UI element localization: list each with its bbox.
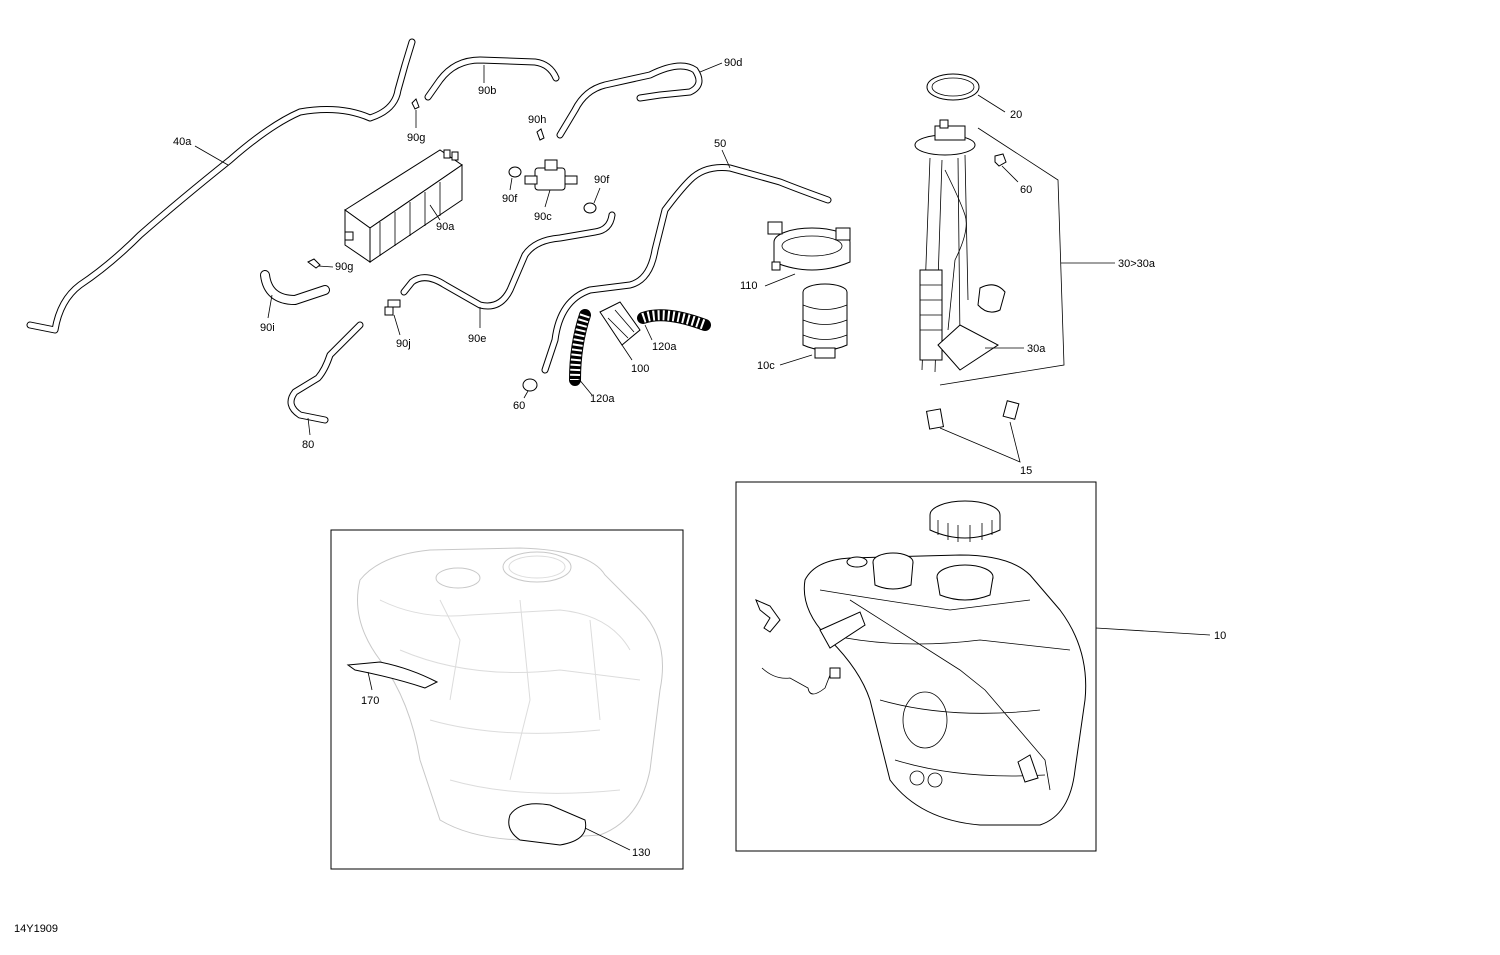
clamp-90f-left (508, 166, 522, 178)
callout-90i: 90i (260, 322, 275, 334)
callout-90g-top: 90g (407, 132, 425, 144)
leader-90f-left (509, 177, 513, 191)
leader-10c (779, 354, 813, 366)
callout-60-bottom: 60 (513, 400, 525, 412)
pad-170 (346, 661, 439, 689)
callout-170: 170 (361, 695, 379, 707)
leader-40a (194, 145, 229, 166)
callout-80: 80 (302, 439, 314, 451)
fuel-tank-10 (803, 500, 1087, 826)
sensor-wire (761, 667, 831, 695)
callout-10: 10 (1214, 630, 1226, 642)
callout-90g-bottom: 90g (335, 261, 353, 273)
diagram-id: 14Y1909 (14, 923, 58, 935)
leader-90g-bottom (317, 265, 334, 268)
fuel-pump-30 (914, 119, 1006, 373)
clip-90g-bottom (307, 258, 321, 269)
clip-60-top (994, 153, 1007, 167)
valve-90c (524, 159, 578, 191)
callout-50: 50 (714, 138, 726, 150)
leader-90j (393, 314, 401, 336)
callout-90h: 90h (528, 114, 546, 126)
leader-90a (429, 204, 441, 221)
leader-130 (584, 827, 631, 851)
leader-90c (544, 189, 551, 208)
connector-100 (599, 301, 641, 346)
callout-60-top: 60 (1020, 184, 1032, 196)
leader-100 (621, 344, 633, 361)
callout-110: 110 (740, 280, 758, 292)
leader-20 (977, 94, 1006, 113)
callout-90f-left: 90f (502, 193, 518, 205)
pad-130 (508, 803, 587, 846)
corrugated-hose-120a-bottom (569, 309, 591, 386)
hose-90d (556, 62, 703, 139)
callout-90f-right: 90f (594, 174, 610, 186)
leader-120a-right (644, 324, 653, 341)
callout-10c: 10c (757, 360, 775, 372)
bracket-110 (767, 221, 851, 271)
callout-20: 20 (1010, 109, 1022, 121)
clamp-60-bottom (522, 378, 538, 392)
callout-40a: 40a (173, 136, 192, 148)
sensor-15-left (925, 408, 945, 430)
clip-90h (536, 128, 545, 141)
gasket-20 (926, 73, 980, 101)
callout-90a: 90a (436, 221, 455, 233)
leader-15 (939, 421, 1021, 463)
callout-130: 130 (632, 847, 650, 859)
hose-80 (287, 321, 364, 424)
bracket-tank-side (755, 599, 781, 633)
leader-90d (699, 62, 723, 73)
callout-90c: 90c (534, 211, 552, 223)
callout-90b: 90b (478, 85, 496, 97)
hose-50 (541, 164, 832, 374)
clamp-90f-right (583, 202, 597, 214)
leader-120a-bottom (577, 377, 593, 396)
fuel-tank-ghost (357, 547, 663, 841)
leader-60-bottom (523, 390, 529, 399)
callout-120a-bottom: 120a (590, 393, 615, 405)
frame-ghost-tank (330, 529, 684, 870)
leader-10 (1095, 627, 1211, 636)
callout-90d: 90d (724, 57, 742, 69)
callout-30a: 30a (1027, 343, 1046, 355)
leader-90f-right (593, 187, 601, 204)
filter-10c (802, 283, 848, 359)
canister-90a (344, 149, 463, 263)
group-bracket-30 (939, 127, 1065, 386)
callout-100: 100 (631, 363, 649, 375)
sensor-15-right (1002, 400, 1020, 420)
clip-90g-top (411, 98, 420, 110)
leader-80 (307, 417, 311, 436)
leader-170 (367, 671, 373, 691)
callout-30-30a: 30>30a (1118, 258, 1156, 270)
hose-40a (26, 38, 416, 334)
leader-50 (721, 149, 731, 169)
sensor-connector (829, 667, 841, 679)
hose-90b (424, 56, 560, 101)
callout-90j: 90j (396, 338, 411, 350)
hose-90i (260, 270, 330, 305)
callout-15: 15 (1020, 465, 1032, 477)
hose-90e (400, 211, 616, 310)
frame-fuel-tank (735, 481, 1097, 852)
leader-110 (764, 273, 796, 287)
leader-60-top (1001, 165, 1019, 183)
leader-90i (267, 294, 273, 319)
callout-120a-right: 120a (652, 341, 677, 353)
callout-90e: 90e (468, 333, 486, 345)
corrugated-hose-120a-right (637, 309, 711, 331)
fitting-90j (384, 299, 401, 316)
